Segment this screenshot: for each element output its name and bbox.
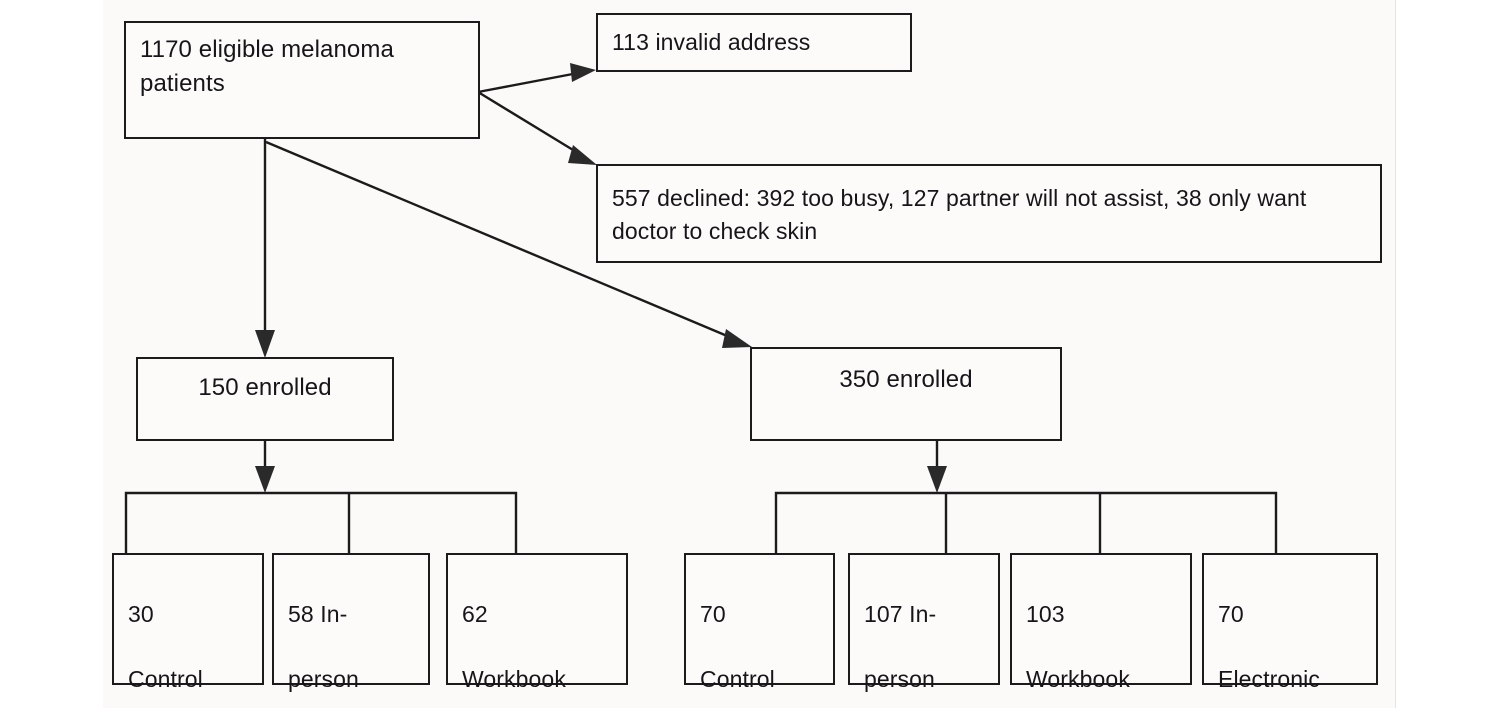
- arm-count: 103: [1026, 600, 1065, 627]
- node-arm-right-electronic-interactive: 70 Electronic Interactive: [1202, 553, 1378, 692]
- node-arm-right-workbook: 103 Workbook: [1010, 553, 1192, 692]
- node-arm-left-in-person: 58 In- person: [272, 553, 430, 692]
- arm-label: Electronic: [1218, 665, 1320, 692]
- arm-label: Control: [700, 665, 775, 692]
- node-arm-left-control: 30 Control: [112, 553, 264, 692]
- arm-label-cont: person: [864, 665, 935, 692]
- arm-count: 70: [700, 600, 726, 627]
- arm-count: 70: [1218, 600, 1244, 627]
- arm-label: Control: [128, 665, 203, 692]
- node-enrolled-right: 350 enrolled: [750, 347, 1062, 441]
- arm-count: 30: [128, 600, 154, 627]
- arm-count-and-label: 58 In-: [288, 600, 348, 627]
- arm-count-and-label: 107 In-: [864, 600, 937, 627]
- arm-label: Workbook: [462, 665, 566, 692]
- node-arm-right-in-person: 107 In- person: [848, 553, 1000, 692]
- node-arm-right-control: 70 Control: [684, 553, 835, 692]
- node-arm-left-workbook: 62 Workbook: [446, 553, 628, 692]
- node-declined: 557 declined: 392 too busy, 127 partner …: [596, 164, 1382, 263]
- arm-label-cont: person: [288, 665, 359, 692]
- node-eligible-patients: 1170 eligible melanoma patients: [124, 21, 480, 139]
- node-enrolled-left: 150 enrolled: [136, 357, 394, 441]
- page-edge-line: [1395, 0, 1396, 708]
- node-invalid-address: 113 invalid address: [596, 13, 912, 72]
- arm-label: Workbook: [1026, 665, 1130, 692]
- arm-count: 62: [462, 600, 488, 627]
